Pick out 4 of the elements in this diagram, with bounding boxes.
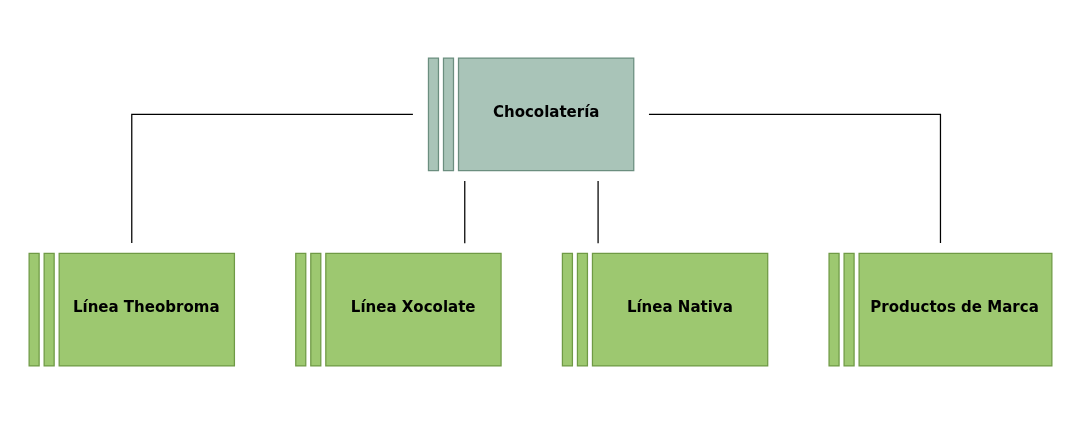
connector <box>648 113 942 244</box>
connector <box>597 180 599 244</box>
connector <box>131 113 414 244</box>
connector <box>464 180 466 244</box>
